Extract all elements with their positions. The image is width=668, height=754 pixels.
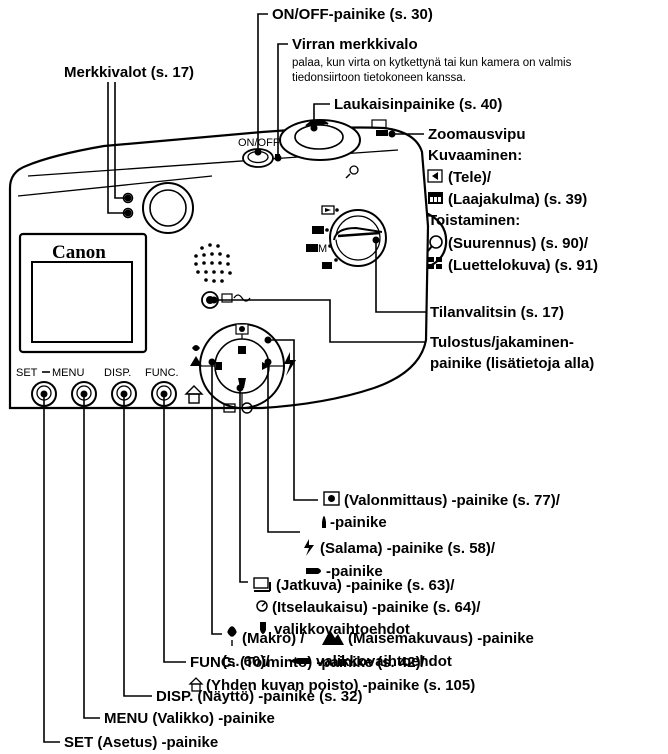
label-power-lamp: Virran merkkivalo: [292, 36, 418, 53]
label-zoom-tele: (Tele)/: [448, 169, 492, 186]
leader-lines: [40, 13, 426, 743]
magnify-icon: [427, 235, 443, 252]
mode-icons: M: [306, 205, 339, 269]
svg-text:M: M: [318, 243, 327, 255]
trash-icon-legend: [188, 677, 204, 692]
right-arrow-icon: [306, 568, 321, 574]
label-disp: DISP. (Näyttö) -painike (s. 32): [156, 688, 362, 705]
label-func-2: (Yhden kuvan poisto) -painike (s. 105): [206, 677, 475, 694]
label-power-lamp-desc-1: palaa, kun virta on kytkettynä tai kun k…: [292, 57, 572, 69]
viewfinder: [142, 182, 194, 234]
label-onoff: ON/OFF-painike (s. 30): [272, 6, 433, 23]
label-zoom-magnify: (Suurennus) (s. 90)/: [448, 235, 589, 252]
label-indicators: Merkkivalot (s. 17): [64, 64, 194, 81]
brand-logo: Canon: [52, 242, 106, 263]
wide-icon: [428, 192, 443, 204]
label-macro-1b: (Maisemakuvaus) -painike: [348, 630, 534, 647]
landscape-icon: [322, 630, 344, 645]
label-macro-2b: valikkovaihtoehdot: [316, 653, 452, 670]
label-power-lamp-desc-2: tiedonsiirtoon tietokoneen kanssa.: [292, 72, 466, 84]
label-continuous-3: valikkovaihtoehdot: [274, 621, 410, 638]
label-set: SET (Asetus) -painike: [64, 734, 218, 751]
label-shutter: Laukaisinpainike (s. 40): [334, 96, 502, 113]
metering-icon: [323, 491, 340, 506]
label-flash-2: -painike: [326, 563, 383, 580]
label-macro-2a: (s. 60)/: [222, 653, 270, 670]
lcd-screen: [18, 232, 148, 354]
onoff-button[interactable]: ON/OFF: [238, 137, 280, 168]
label-menu: MENU (Valikko) -painike: [104, 710, 275, 727]
label-metering-2: -painike: [330, 514, 387, 531]
continuous-icon: [253, 577, 271, 592]
index-icon: [428, 257, 442, 269]
label-zoom-wide: (Laajakulma) (s. 39): [448, 191, 587, 208]
btn-set-text: SET: [16, 367, 38, 379]
tele-icon: [427, 169, 443, 183]
label-print-share-1: Tulostus/jakaminen-: [430, 334, 574, 351]
zoom-symbols: [345, 119, 388, 179]
label-continuous-2: (Itselaukaisu) -painike (s. 64)/: [272, 599, 481, 616]
self-timer-icon: [256, 600, 268, 612]
label-zoom-playback: Toistaminen:: [428, 212, 520, 229]
btn-disp-text: DISP.: [104, 367, 131, 379]
up-arrow-icon: [322, 516, 326, 528]
macro-icon: [227, 626, 237, 646]
label-macro-1a: (Makro) /: [242, 630, 305, 647]
label-print-share-2: painike (lisätietoja alla): [430, 355, 594, 372]
mode-dial[interactable]: [329, 209, 387, 267]
label-zoom-index: (Luettelokuva) (s. 91): [448, 257, 598, 274]
speaker-grille: [194, 243, 232, 283]
label-func-1: FUNC. (Toiminto) -painike (s. 42)/: [190, 654, 426, 671]
label-continuous-1: (Jatkuva) -painike (s. 63)/: [276, 577, 455, 594]
label-zoom-shooting: Kuvaaminen:: [428, 147, 522, 164]
label-mode-dial: Tilanvalitsin (s. 17): [430, 304, 564, 321]
label-zoom: Zoomausvipu: [428, 126, 526, 143]
label-metering-1: (Valonmittaus) -painike (s. 77)/: [344, 492, 561, 509]
shutter-zoom[interactable]: [279, 119, 361, 161]
trash-icon: [184, 385, 204, 404]
flash-icon: [304, 539, 314, 556]
down-arrow-icon: [260, 622, 266, 634]
label-flash-1: (Salama) -painike (s. 58)/: [320, 540, 496, 557]
btn-func-text: FUNC.: [145, 367, 179, 379]
btn-menu-text: MENU: [52, 367, 84, 379]
left-arrow-icon: [288, 658, 310, 664]
onoff-text: ON/OFF: [238, 137, 280, 149]
